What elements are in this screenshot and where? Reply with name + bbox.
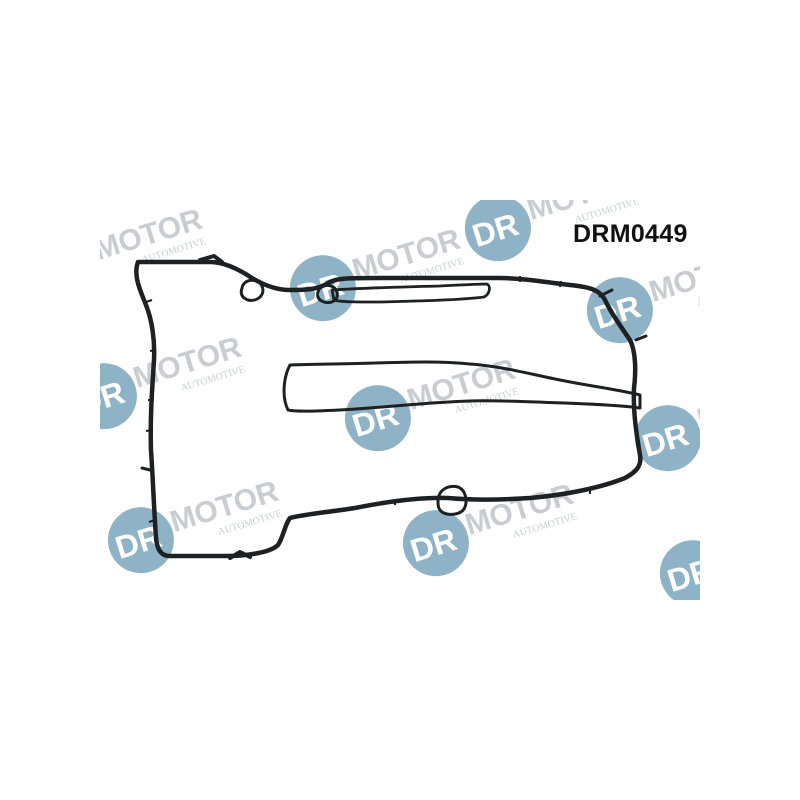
gasket-nub-1 [598,288,614,298]
gasket-ribs [145,276,591,523]
watermark-circle [402,510,469,577]
part-number-label: DRM0449 [573,220,688,248]
gasket-tab-top [198,254,224,264]
gasket-nub-2 [634,334,648,342]
valve-cover-gasket [134,254,648,560]
watermark-circle [464,200,531,262]
watermark-circle [659,540,700,600]
gasket-inner-loop [282,360,642,413]
watermark-circle [100,363,137,430]
watermark-brand-automotive: AUTOMOTIVE [769,541,800,571]
watermark-brand-dr: DR [35,246,90,294]
watermark-brand-motor: MOTOR [645,245,761,309]
gasket-bolt-ring-center [316,283,339,305]
gasket-bolt-ring-bottom [436,484,468,516]
gasket-nub-3 [140,466,152,472]
gasket-bolt-ring-left [239,278,265,302]
watermark-brand-motor: MOTOR [718,508,800,572]
watermark-circle [634,405,700,472]
watermark-circle [24,227,106,309]
watermark-circle [107,507,174,574]
watermark-brand-automotive: AUTOMOTIVE [744,406,800,436]
watermark-brand-motor: MOTOR [693,373,800,437]
gasket-tab-bottom [228,550,252,560]
watermark-circle [344,385,411,452]
gasket-top-slot [330,282,491,304]
watermark-brand-automotive: AUTOMOTIVE [696,278,763,308]
